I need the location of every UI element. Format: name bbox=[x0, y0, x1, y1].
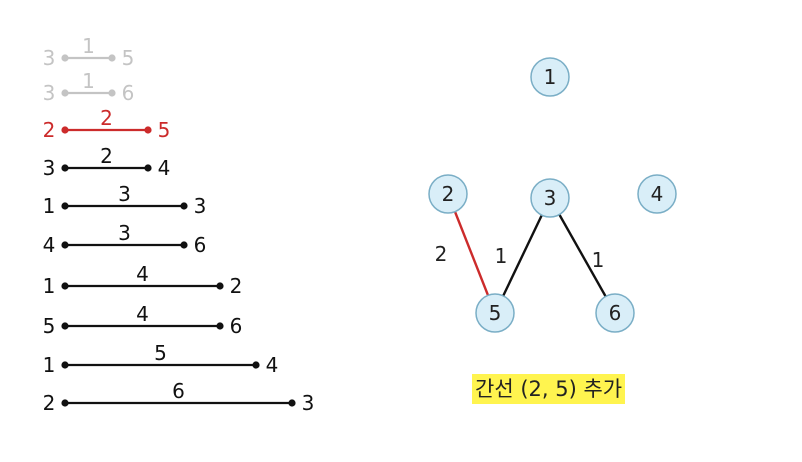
edge-list-start-dot bbox=[61, 202, 69, 210]
graph-edge bbox=[493, 197, 552, 314]
edge-list-weight: 2 bbox=[100, 106, 113, 130]
edge-list-to: 5 bbox=[122, 46, 135, 70]
edge-list-from: 3 bbox=[43, 81, 56, 105]
edge-list-start-dot bbox=[61, 89, 69, 97]
edge-list-row: 1 2 4 bbox=[43, 262, 243, 298]
edge-list-end-dot bbox=[216, 282, 224, 290]
edge-list-to: 4 bbox=[266, 353, 279, 377]
graph-node-6: 6 bbox=[595, 293, 635, 333]
edge-list-row: 3 4 2 bbox=[43, 144, 171, 180]
edge-list-from: 3 bbox=[43, 46, 56, 70]
edge-list-to: 2 bbox=[230, 274, 243, 298]
edge-list-weight: 1 bbox=[82, 69, 95, 93]
graph-node-5: 5 bbox=[475, 293, 515, 333]
edge-list-weight: 2 bbox=[100, 144, 113, 168]
graph-edge-weight: 1 bbox=[495, 244, 508, 268]
graph-node-label: 6 bbox=[609, 301, 622, 325]
graph-edge-weight: 1 bbox=[592, 248, 605, 272]
graph-edge bbox=[548, 197, 617, 314]
edge-list-from: 1 bbox=[43, 274, 56, 298]
edge-list-from: 3 bbox=[43, 156, 56, 180]
edge-list-start-dot bbox=[61, 241, 69, 249]
graph-node-label: 4 bbox=[651, 182, 664, 206]
graph-node-circle bbox=[530, 57, 570, 97]
graph-node-2: 2 bbox=[428, 174, 468, 214]
edge-list-from: 5 bbox=[43, 314, 56, 338]
graph-edge-weight: 2 bbox=[435, 242, 448, 266]
graph-node-circle bbox=[595, 293, 635, 333]
edge-list-end-dot bbox=[108, 89, 116, 97]
edge-list-weight: 4 bbox=[136, 262, 149, 286]
edge-list-start-dot bbox=[61, 361, 69, 369]
edge-list-from: 4 bbox=[43, 233, 56, 257]
edge-list-to: 4 bbox=[158, 156, 171, 180]
graph-node-circle bbox=[637, 174, 677, 214]
edge-list-to: 6 bbox=[194, 233, 207, 257]
edge-list-end-dot bbox=[252, 361, 260, 369]
graph-node-circle bbox=[428, 174, 468, 214]
edge-list-weight: 5 bbox=[154, 341, 167, 365]
step-caption: 간선 (2, 5) 추가 bbox=[472, 374, 626, 404]
edge-list-weight: 3 bbox=[118, 221, 131, 245]
edge-list-end-dot bbox=[288, 399, 296, 407]
edge-list-row: 2 5 2 bbox=[43, 106, 171, 142]
edge-list-end-dot bbox=[180, 202, 188, 210]
edge-list-start-dot bbox=[61, 322, 69, 330]
edge-list-weight: 4 bbox=[136, 302, 149, 326]
graph-node-3: 3 bbox=[530, 178, 570, 218]
edge-list-row: 1 3 3 bbox=[43, 182, 207, 218]
edge-list-end-dot bbox=[144, 164, 152, 172]
edge-list-start-dot bbox=[61, 399, 69, 407]
graph-node-circle bbox=[475, 293, 515, 333]
edge-list-to: 5 bbox=[158, 118, 171, 142]
edge-list-end-dot bbox=[216, 322, 224, 330]
edge-list-weight: 1 bbox=[82, 34, 95, 58]
edge-list-row: 5 6 4 bbox=[43, 302, 243, 338]
edge-list-end-dot bbox=[180, 241, 188, 249]
edge-list-row: 3 6 1 bbox=[43, 69, 135, 105]
graph-node-label: 1 bbox=[544, 65, 557, 89]
edge-list-to: 6 bbox=[230, 314, 243, 338]
edge-list-row: 4 6 3 bbox=[43, 221, 207, 257]
edge-list-start-dot bbox=[61, 282, 69, 290]
graph-node-circle bbox=[530, 178, 570, 218]
edge-list-row: 1 4 5 bbox=[43, 341, 279, 377]
graph-node-4: 4 bbox=[637, 174, 677, 214]
edge-list-to: 3 bbox=[194, 194, 207, 218]
edge-list-start-dot bbox=[61, 126, 69, 134]
graph-node-1: 1 bbox=[530, 57, 570, 97]
edge-list-end-dot bbox=[144, 126, 152, 134]
graph: 2 1 1 1 2 3 4 5 6 bbox=[428, 57, 677, 333]
edge-list-row: 2 3 6 bbox=[43, 379, 315, 415]
graph-edge bbox=[446, 193, 497, 314]
edge-list-from: 1 bbox=[43, 353, 56, 377]
edge-list-to: 3 bbox=[302, 391, 315, 415]
edge-list-start-dot bbox=[61, 54, 69, 62]
edge-list-weight: 6 bbox=[172, 379, 185, 403]
edge-list-end-dot bbox=[108, 54, 116, 62]
graph-node-label: 2 bbox=[442, 182, 455, 206]
edge-list-to: 6 bbox=[122, 81, 135, 105]
graph-node-label: 5 bbox=[489, 301, 502, 325]
edge-list-start-dot bbox=[61, 164, 69, 172]
edge-list-from: 2 bbox=[43, 391, 56, 415]
edge-list-from: 1 bbox=[43, 194, 56, 218]
edge-list-from: 2 bbox=[43, 118, 56, 142]
edge-list-weight: 3 bbox=[118, 182, 131, 206]
edge-list-row: 3 5 1 bbox=[43, 34, 135, 70]
graph-node-label: 3 bbox=[544, 186, 557, 210]
